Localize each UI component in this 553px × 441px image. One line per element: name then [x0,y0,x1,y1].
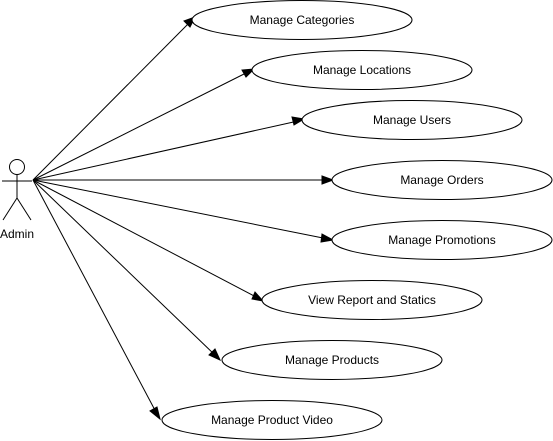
actor-head [9,159,25,175]
association-manage-products [32,179,217,357]
use-case-ellipse [301,100,523,140]
use-case-manage-users[interactable]: Manage Users [301,100,523,140]
association-manage-product-video [32,179,158,415]
arrowhead-view-report [251,291,265,302]
arrowhead-manage-orders [321,175,335,185]
use-case-manage-orders[interactable]: Manage Orders [331,160,553,200]
use-case-label: Manage Locations [313,63,411,77]
use-case-label: Manage Categories [250,13,355,27]
actor-admin[interactable]: Admin [0,159,34,242]
use-case-label: Manage Orders [400,173,483,187]
use-case-manage-product-video[interactable]: Manage Product Video [161,400,383,440]
use-case-ellipse [251,50,473,90]
use-case-label: Manage Promotions [388,233,495,247]
actor-left-leg [2,197,18,221]
arrowhead-manage-users [291,116,306,126]
association-view-report [32,179,259,299]
use-case-ellipse [331,220,553,260]
actor-right-leg [16,197,32,221]
use-case-label: Manage Products [285,353,379,367]
arrowhead-manage-products [208,348,222,362]
use-case-label: Manage Users [373,113,451,127]
association-manage-locations [32,71,249,181]
use-case-manage-products[interactable]: Manage Products [221,340,443,380]
use-case-manage-locations[interactable]: Manage Locations [251,50,473,90]
use-case-ellipse [191,0,413,40]
use-case-label: View Report and Statics [308,293,436,307]
use-case-view-report-and-statics[interactable]: View Report and Statics [261,280,483,320]
arrowhead-manage-promotions [320,233,335,243]
use-case-ellipse [221,340,443,380]
use-case-manage-categories[interactable]: Manage Categories [191,0,413,40]
association-manage-users [32,120,299,181]
use-case-ellipse [161,400,383,440]
arrowhead-manage-product-video [149,406,161,421]
use-case-ellipse [331,160,553,200]
use-case-label: Manage Product Video [211,413,333,427]
association-manage-promotions [32,179,329,240]
associations [32,16,335,421]
arrowhead-manage-locations [241,68,256,78]
actor-label: Admin [0,227,34,241]
use-case-ellipse [261,280,483,320]
use-case-manage-promotions[interactable]: Manage Promotions [331,220,553,260]
association-manage-categories [32,21,191,181]
